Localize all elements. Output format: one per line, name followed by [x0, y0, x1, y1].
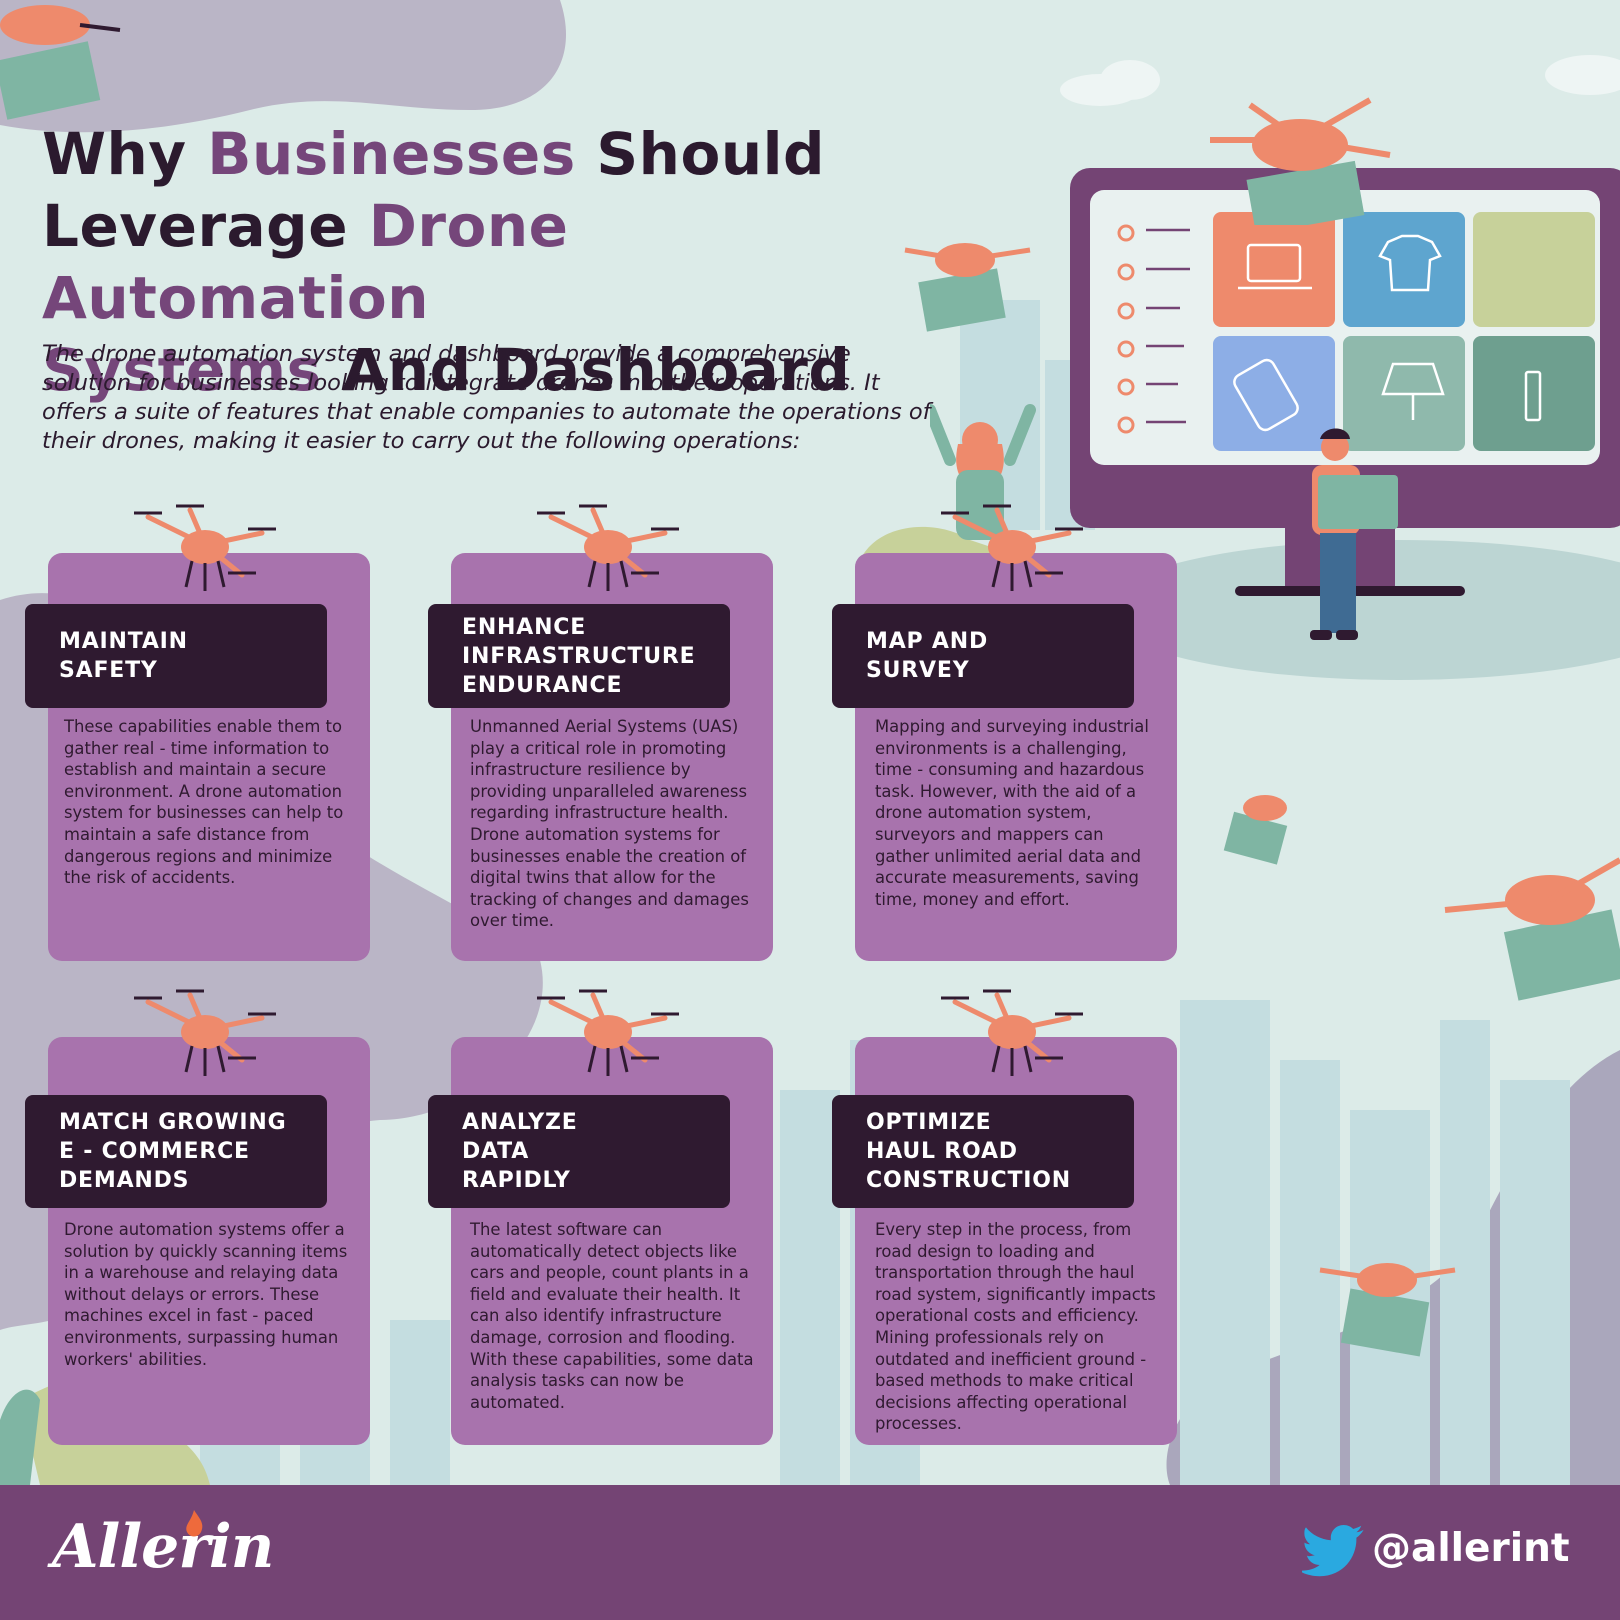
- drone-icon: [533, 980, 683, 1080]
- title-accent: Drone Automation: [42, 192, 569, 332]
- intro-paragraph: The drone automation system and dashboar…: [42, 341, 931, 454]
- title-part: Why: [42, 120, 208, 188]
- title-part: And Dashboard: [321, 336, 851, 404]
- drone-icon: [1319, 1263, 1456, 1357]
- drone-icon: [1444, 857, 1620, 1001]
- dashboard-monitor-illustration: [1070, 168, 1620, 596]
- social-handle[interactable]: @allerint: [1372, 1526, 1570, 1571]
- delivery-person-illustration: [1310, 428, 1398, 640]
- twitter-bird-icon[interactable]: [1302, 1525, 1364, 1577]
- title-part: Leverage: [42, 192, 369, 260]
- flame-icon: [186, 1510, 203, 1537]
- title-part: Should: [575, 120, 826, 188]
- card-body: Drone automation systems offer a solutio…: [64, 1220, 348, 1369]
- card-body: The latest software can automatically de…: [470, 1220, 754, 1412]
- title-accent: Businesses: [207, 120, 576, 188]
- card-heading: ENHANCE INFRASTRUCTURE ENDURANCE: [428, 604, 730, 708]
- card-body: Mapping and surveying industrial environ…: [875, 717, 1149, 909]
- card-heading: OPTIMIZE HAUL ROAD CONSTRUCTION: [832, 1095, 1134, 1208]
- title-accent: Systems: [42, 336, 322, 404]
- drone-icon: [533, 495, 683, 595]
- card-heading: MATCH GROWING E - COMMERCE DEMANDS: [25, 1095, 327, 1208]
- card-body: Unmanned Aerial Systems (UAS) play a cri…: [470, 717, 749, 931]
- brand-logo[interactable]: Allerin: [52, 1512, 274, 1582]
- card-heading: MAP AND SURVEY: [832, 604, 1134, 708]
- drone-icon: [1210, 97, 1391, 225]
- drone-icon: [1223, 795, 1288, 865]
- card-body: Every step in the process, from road des…: [875, 1220, 1156, 1434]
- card-heading: MAINTAIN SAFETY: [25, 604, 327, 708]
- drone-icon: [130, 980, 280, 1080]
- drone-icon: [904, 243, 1031, 332]
- drone-icon: [0, 5, 121, 120]
- drone-icon: [130, 495, 280, 595]
- card-heading: ANALYZE DATA RAPIDLY: [428, 1095, 730, 1208]
- drone-icon: [937, 980, 1087, 1080]
- card-body: These capabilities enable them to gather…: [64, 717, 344, 888]
- drone-icon: [937, 495, 1087, 595]
